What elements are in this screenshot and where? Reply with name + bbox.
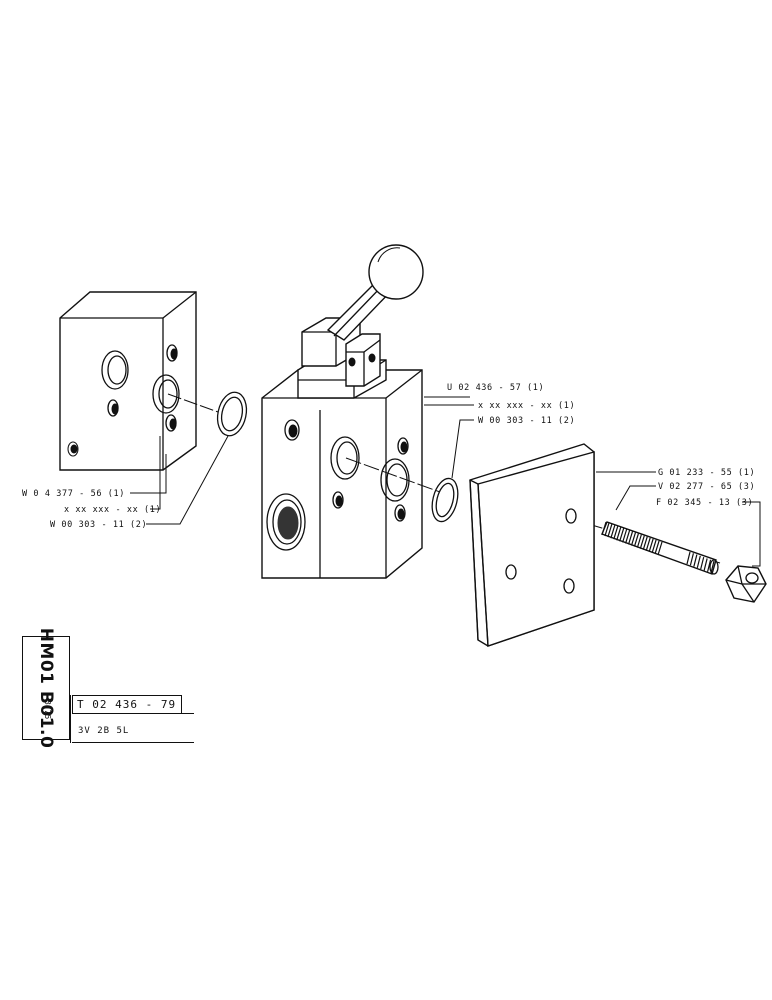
label-valve-body: U 02 436 - 57 (1) (447, 383, 544, 393)
stud-thread-mark (703, 558, 708, 571)
valve-body (261, 369, 423, 579)
threaded-stud (601, 521, 719, 575)
stud-thread-mark (696, 555, 701, 569)
stud-thread-mark (604, 522, 610, 537)
callout-labels: W 0 4 377 - 56 (1) x xx xxx - xx (1) W 0… (22, 383, 755, 530)
left-o-ring (216, 391, 248, 437)
stud-thread-mark (610, 524, 616, 539)
lever-handle (297, 244, 424, 399)
label-valve-oring: W 00 303 - 11 (2) (478, 416, 575, 426)
drawing-code-box: HM01 B01.0 (22, 628, 70, 748)
title-block-bottom-rule (72, 742, 194, 743)
left-end-block (59, 291, 197, 471)
stud-thread-mark (689, 553, 695, 566)
stud-thread-mark (686, 551, 691, 565)
label-valve-screw: x xx xxx - xx (1) (478, 401, 575, 411)
stud-thread-mark (619, 528, 625, 542)
leader-lines (130, 396, 761, 567)
stud-thread-mark (625, 530, 631, 544)
stud-thread-mark (627, 531, 634, 545)
stud-thread-mark (630, 532, 637, 546)
stud-thread-mark (613, 526, 619, 540)
stud-thread-mark (700, 556, 705, 570)
stud-thread-mark (645, 537, 651, 551)
label-left-block: W 0 4 377 - 56 (1) (22, 489, 125, 499)
valve-spec: 3V 2B 5L (78, 726, 130, 736)
label-stud: V 02 277 - 65 (3) (658, 482, 755, 492)
stud-thread-mark (607, 523, 613, 538)
stud-thread-mark (601, 521, 607, 536)
stud-thread-mark (706, 559, 712, 572)
title-block-divider (70, 695, 71, 743)
drawing-code: HM01 B01.0 (36, 627, 56, 749)
stud-thread-mark (642, 536, 648, 550)
right-o-ring (431, 477, 459, 523)
drawing-date: 3-75 (43, 700, 52, 720)
stud-thread-mark (648, 538, 654, 553)
label-nut: F 02 345 - 13 (3) (656, 498, 753, 508)
stud-thread-mark (693, 554, 698, 567)
part-number-underline (72, 713, 194, 714)
stud-thread-mark (657, 541, 663, 556)
stud-thread-mark (639, 535, 645, 549)
stud-thread-mark (654, 540, 660, 555)
hex-nut (725, 565, 767, 603)
stud-thread-mark (710, 560, 715, 574)
label-left-oring: W 00 303 - 11 (2) (50, 520, 147, 530)
part-number: T 02 436 - 79 (72, 695, 182, 713)
cover-plate (469, 443, 595, 647)
stud-thread-mark (633, 533, 639, 547)
stud-thread-mark (622, 529, 628, 543)
label-cover-plate: G 01 233 - 55 (1) (658, 468, 755, 478)
stud-thread-mark (636, 534, 642, 548)
label-left-screw: x xx xxx - xx (1) (64, 505, 161, 515)
stud-thread-mark (651, 539, 657, 554)
stud-thread-mark (616, 527, 622, 541)
